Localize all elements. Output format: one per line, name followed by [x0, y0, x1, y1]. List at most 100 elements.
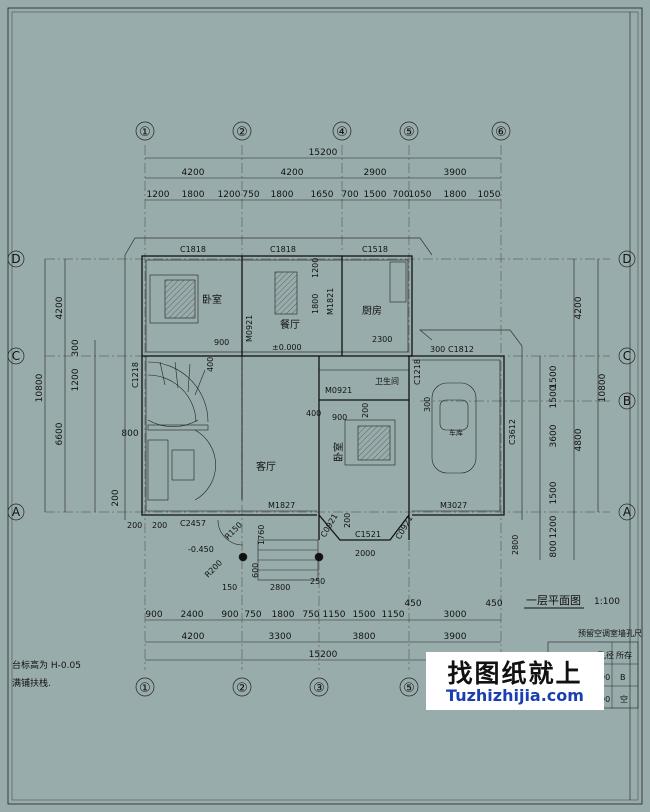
dim-label: 600 [251, 563, 260, 578]
dim-top2: 750 [242, 190, 259, 200]
dim-bottom1: 450 [404, 599, 421, 609]
dim-bottom1: 750 [244, 610, 261, 620]
window-label: C2457 [180, 519, 206, 528]
dim-label: 2300 [372, 335, 392, 344]
dim-right: 4200 [574, 296, 584, 319]
dim-left: 300 [71, 339, 81, 356]
roof-outline [124, 237, 523, 520]
dim-top1-d: 3900 [444, 168, 467, 178]
sheet-border [7, 7, 643, 805]
dim-bottom2: 4200 [182, 632, 205, 642]
grid-bubble-label: ⑤ [403, 681, 415, 696]
dimension-text-left: 10800 4200 6600 300 1200 800 200 [35, 296, 139, 506]
dim-bottom1: 450 [485, 599, 502, 609]
dim-left: 1200 [71, 368, 81, 391]
dim-top1-a: 4200 [182, 168, 205, 178]
door-label: M0921 [325, 386, 352, 395]
grid-bubble-label: ② [236, 681, 248, 696]
dim-top2: 1200 [218, 190, 241, 200]
window-label: C0921 [394, 514, 415, 541]
dim-top1-b: 4200 [281, 168, 304, 178]
grid-lines [45, 145, 610, 670]
dim-right: 800 [549, 540, 559, 557]
watermark-en: Tuzhizhijia.com [446, 686, 584, 705]
dim-label: 900 [214, 338, 229, 347]
dim-bottom1: 900 [221, 610, 238, 620]
window-label: C1518 [362, 245, 388, 254]
dim-label: 200 [152, 521, 167, 530]
dim-bottom1: 750 [302, 610, 319, 620]
room-bedroom: 卧室 [202, 293, 222, 306]
window-label: C1218 [413, 359, 422, 385]
window-label: C1818 [180, 245, 206, 254]
dim-right: 3600 [549, 424, 559, 447]
garage-car-label: 车库 [449, 428, 463, 437]
radius-label: R200 [203, 558, 224, 579]
door-label: M0921 [245, 315, 254, 342]
room-kitchen: 厨房 [362, 304, 382, 317]
table-col: 所存 [616, 650, 632, 660]
grid-bubble-label: D [11, 252, 20, 266]
dim-right: 1500 [549, 385, 559, 408]
dim-label: 200 [361, 403, 370, 418]
note-line: 台标高为 H-0.05 [12, 659, 81, 671]
dim-label: 200 [343, 513, 352, 528]
step-label: 250 [310, 577, 325, 586]
notes: 台标高为 H-0.05 满铺扶栈. [12, 659, 81, 689]
grid-bubbles-side: D C A D C B A [7, 250, 636, 521]
dim-bottom2: 3900 [444, 632, 467, 642]
dim-label: 900 [332, 413, 347, 422]
grid-bubble-label: ④ [336, 125, 348, 140]
drawing-title-scale: 1:100 [594, 597, 620, 607]
dim-top2: 1800 [182, 190, 205, 200]
dim-top2: 1050 [409, 190, 432, 200]
dim-top2: 700 [392, 190, 409, 200]
dim-label: 400 [306, 409, 321, 418]
dim-right: 1500 [549, 365, 559, 388]
sheet-inner-border [11, 11, 639, 801]
dim-total-top: 15200 [309, 148, 338, 158]
dim-label: 1800 [311, 294, 320, 314]
dim-label: 1760 [257, 525, 266, 545]
dim-label: 300 [430, 345, 445, 354]
dimension-lines-right [539, 259, 599, 560]
room-bedroom2: 卧室 [332, 442, 345, 462]
dim-top2: 1050 [478, 190, 501, 200]
dim-top2: 1200 [147, 190, 170, 200]
dim-label: 2000 [355, 549, 375, 558]
grid-bubble-label: A [12, 505, 21, 519]
step-label: 2800 [270, 583, 290, 592]
dim-total-bottom: 15200 [309, 650, 338, 660]
dim-right-total: 10800 [598, 373, 608, 402]
table-cell: B [620, 673, 626, 682]
drawing-title: 一层平面图 1:100 [524, 594, 620, 609]
dim-top2: 1800 [271, 190, 294, 200]
elevation-out-label: -0.450 [188, 545, 214, 554]
dimension-lines-left [44, 259, 96, 512]
room-dining: 餐厅 [280, 318, 300, 331]
dim-bottom1: 1500 [353, 610, 376, 620]
window-label: C1818 [270, 245, 296, 254]
grid-bubbles-top: ① ② ④ ⑤ ⑥ [135, 121, 511, 141]
room-living: 客厅 [256, 460, 276, 473]
window-labels: C1818 C1818 C1518 C1812 C1218 C1218 C361… [131, 245, 517, 541]
grid-bubble-label: ⑥ [495, 125, 507, 140]
dim-top2: 700 [341, 190, 358, 200]
dim-label: 300 [423, 397, 432, 412]
watermark-cn: 找图纸就上 [447, 659, 583, 688]
grid-bubble-label: ② [236, 125, 248, 140]
dim-bottom1: 1150 [382, 610, 405, 620]
grid-bubble-label: ① [139, 125, 151, 140]
dim-bottom1: 3000 [444, 610, 467, 620]
dim-bottom1: 1800 [272, 610, 295, 620]
dim-bottom1: 2400 [181, 610, 204, 620]
drawing-title-name: 一层平面图 [526, 594, 581, 607]
dimension-text-top: 15200 4200 4200 2900 3900 1200 1800 1200… [147, 148, 501, 200]
dim-top2: 1800 [444, 190, 467, 200]
room-names: 卧室 餐厅 厨房 卫生间 客厅 卧室 车库 [202, 293, 463, 473]
window-label: C1218 [131, 362, 140, 388]
window-label: C1812 [448, 345, 474, 354]
dimension-text-bottom: 900 2400 900 750 1800 750 1150 1500 1150… [145, 599, 502, 660]
